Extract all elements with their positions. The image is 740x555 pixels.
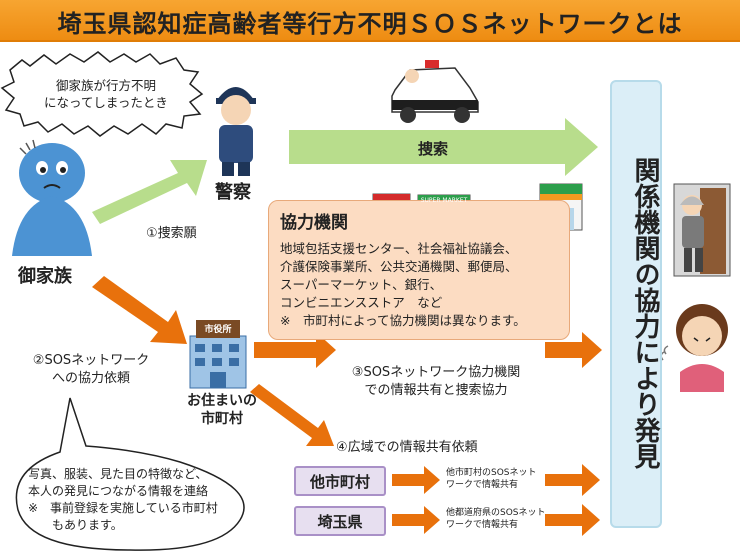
worry-bubble [0, 51, 204, 137]
result-panel-text: 関係機関の協力により発見 [630, 157, 660, 469]
family-label: 御家族 [18, 266, 72, 287]
step1-label: ①捜索願 [146, 226, 197, 241]
coop-title: 協力機関 [280, 213, 348, 233]
woman-figure [660, 304, 728, 392]
orange-arrow-family-city [92, 276, 187, 344]
green-arrow-report [92, 160, 207, 224]
other-city-box: 他市町村 [294, 466, 386, 496]
pref-note: 他都道府県のSOSネット ワークで情報共有 [446, 508, 546, 530]
coop-box [268, 200, 570, 340]
person-door-figure [673, 183, 731, 277]
search-label: 捜索 [418, 140, 449, 158]
pref-box: 埼玉県 [294, 506, 386, 536]
police-car [391, 60, 479, 123]
step4-label: ④広域での情報共有依頼 [336, 440, 478, 455]
orange-arrow-coop-panel [545, 332, 602, 368]
other-city-note: 他市町村のSOSネット ワークで情報共有 [446, 468, 537, 490]
title-bar [0, 0, 740, 42]
green-arrow-search [289, 118, 598, 176]
orange-arrow-city-coop [254, 332, 336, 368]
police-label: 警察 [215, 182, 251, 203]
family-figure [12, 139, 92, 256]
orange-arrow-pref [392, 506, 440, 534]
page-title: 埼玉県認知症高齢者等行方不明ＳＯＳネットワークとは [57, 10, 683, 38]
store-sign: SUPER MARKET [420, 197, 468, 204]
city-label: お住まいの 市町村 [187, 393, 257, 427]
step3-label: ③SOSネットワーク協力機関 での情報共有と捜索協力 [351, 365, 521, 398]
orange-arrow-pref-panel [545, 504, 600, 536]
note-bubble-text: 写真、服装、見た目の特徴など、 本人の発見につながる情報を連絡 ※ 事前登録を実… [28, 467, 218, 532]
step2-label: ②SOSネットワーク への協力依頼 [32, 353, 150, 386]
result-panel [610, 80, 662, 528]
city-hall-sign: 市役所 [204, 325, 232, 335]
city-hall-building [189, 320, 247, 389]
police-figure [216, 87, 256, 176]
note-bubble [15, 397, 245, 551]
orange-arrow-othercity-panel [545, 464, 600, 496]
coop-body: 地域包括支援センター、社会福祉協議会、 介護保険事業所、公共交通機関、郵便局、 … [280, 241, 526, 328]
orange-arrow-othercity [392, 466, 440, 494]
orange-arrow-city-wide [250, 384, 334, 446]
worry-bubble-text: 御家族が行方不明 になってしまったとき [44, 78, 168, 110]
